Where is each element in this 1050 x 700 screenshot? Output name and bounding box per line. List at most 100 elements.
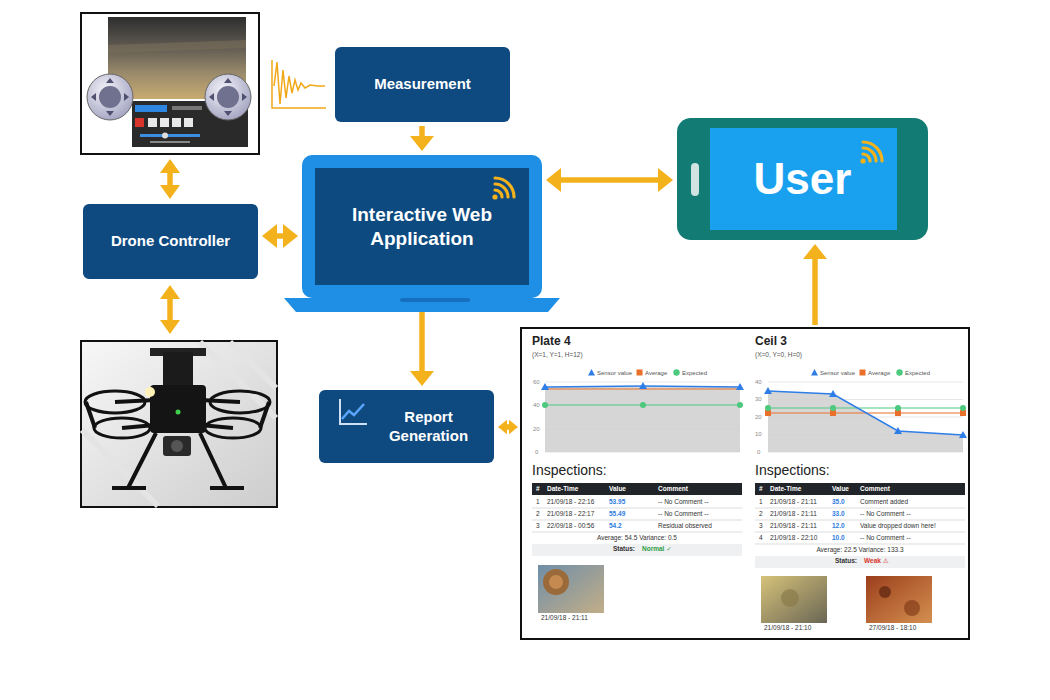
photo-stripes <box>82 342 276 506</box>
icon-line <box>342 404 364 419</box>
laptop-notch <box>400 298 470 302</box>
table-text: Comment <box>658 486 688 493</box>
icon-axes <box>340 399 367 424</box>
drone-led <box>176 410 181 415</box>
photo-frame <box>81 341 277 507</box>
wifi-dot <box>492 194 497 199</box>
arrow-head <box>509 420 518 434</box>
table-text: 21/09/18 - 22:16 <box>547 499 594 506</box>
expected-marker <box>895 405 901 411</box>
table-text: Status: <box>613 546 635 553</box>
legend-marker <box>859 369 866 376</box>
table-text: Weak ⚠ <box>864 558 889 565</box>
table-text: Average: 22.5 Variance: 133.3 <box>816 547 903 554</box>
table-text: 33.0 <box>832 511 845 518</box>
report-panel <box>521 328 969 639</box>
wifi-arcs <box>863 142 882 161</box>
wifi-icon <box>490 176 518 202</box>
table-text: Normal ✓ <box>642 546 672 553</box>
average-markers <box>765 410 966 416</box>
table-header-bar <box>755 483 965 495</box>
node-text: (X=1, Y=1, H=12) <box>532 351 583 358</box>
table-text: Value <box>609 486 626 493</box>
table-text: 21/09/18 - 21:10 <box>764 625 811 632</box>
table-text: Value <box>832 486 849 493</box>
axis-tick: 40 <box>755 379 762 385</box>
node-text: Report Generation <box>379 408 479 445</box>
table-text: Value dropped down here! <box>860 523 936 530</box>
node-text: Inspections: <box>755 463 830 478</box>
node-text: Inspections: <box>532 463 607 478</box>
table-text: Average: 54.5 Variance: 0.5 <box>597 535 677 542</box>
expected-marker <box>542 402 548 408</box>
legend-item: Average <box>859 369 890 376</box>
table-text: Date-Time <box>770 486 801 493</box>
drone-mast <box>163 352 193 386</box>
table-text: -- No Comment -- <box>658 499 709 506</box>
chart-grid <box>545 382 963 452</box>
expected-marker <box>737 402 743 408</box>
camera-lens <box>171 440 183 452</box>
table-text: 21/09/18 - 21:11 <box>541 615 588 622</box>
arrow-head <box>283 224 298 248</box>
arrow-shaft <box>167 297 173 322</box>
node-text: (X=0, Y=0, H=0) <box>755 351 802 358</box>
app-screenshot <box>81 13 259 154</box>
arrow-connector <box>410 126 434 151</box>
inspection-photo <box>761 576 827 623</box>
table-text: # <box>759 486 763 493</box>
panel-button <box>172 118 181 127</box>
panel-frame <box>521 328 969 639</box>
sensor-markers <box>764 387 967 438</box>
table-text: -- No Comment -- <box>658 511 709 518</box>
photo-detail <box>879 586 891 598</box>
laptop-base <box>284 298 560 312</box>
joystick-center <box>217 86 239 108</box>
node-text: Drone Controller <box>111 232 230 250</box>
phone-device: User <box>677 118 928 240</box>
wifi-icon <box>858 140 886 166</box>
node-text: Ceil 3 <box>755 335 787 348</box>
table-text: 3 <box>536 523 540 530</box>
expected-marker <box>640 402 646 408</box>
joystick <box>205 74 251 120</box>
node-text: Plate 4 <box>532 335 571 348</box>
axis-tick: 20 <box>533 426 540 432</box>
table-text: -- No Comment -- <box>860 535 911 542</box>
panel-button <box>160 118 169 127</box>
axis-tick: 40 <box>533 402 540 408</box>
chart-icon <box>337 397 369 427</box>
panel-bar <box>172 106 202 110</box>
arrow-head <box>658 168 673 192</box>
signal-waveform <box>272 60 326 108</box>
legend-item: Expected <box>673 369 707 376</box>
arrow-head <box>410 136 434 151</box>
sensor-markers <box>541 382 744 390</box>
inspection-photo <box>538 565 604 613</box>
legend-text: Expected <box>682 370 707 376</box>
photo-detail <box>781 589 799 607</box>
waveform-line <box>274 62 325 104</box>
legend-text: Sensor value <box>820 370 855 376</box>
arrow-connector <box>262 224 298 248</box>
node-text: Interactive Web Application <box>342 203 502 249</box>
axis-tick: 0 <box>535 449 538 455</box>
video-streak <box>108 40 246 53</box>
panel-bar <box>150 141 190 143</box>
joystick-arrows <box>91 78 129 116</box>
legend-item: Sensor value <box>588 369 632 376</box>
arrow-head <box>160 285 180 299</box>
process-box: Drone Controller <box>83 204 258 279</box>
drone-photo <box>81 341 277 507</box>
report-column: Plate 4 (X=1, Y=1, H=12) Inspections: <box>522 329 746 638</box>
table-text: 21/09/18 - 21:11 <box>770 523 817 530</box>
drone-legs <box>112 433 244 488</box>
arrow-connector <box>803 244 827 325</box>
table-text: Comment added <box>860 499 908 506</box>
table-text: 2 <box>759 511 763 518</box>
table-row-lines <box>532 508 965 544</box>
arrow-head <box>160 185 180 199</box>
expected-marker <box>765 405 771 411</box>
status-bar <box>755 556 965 568</box>
